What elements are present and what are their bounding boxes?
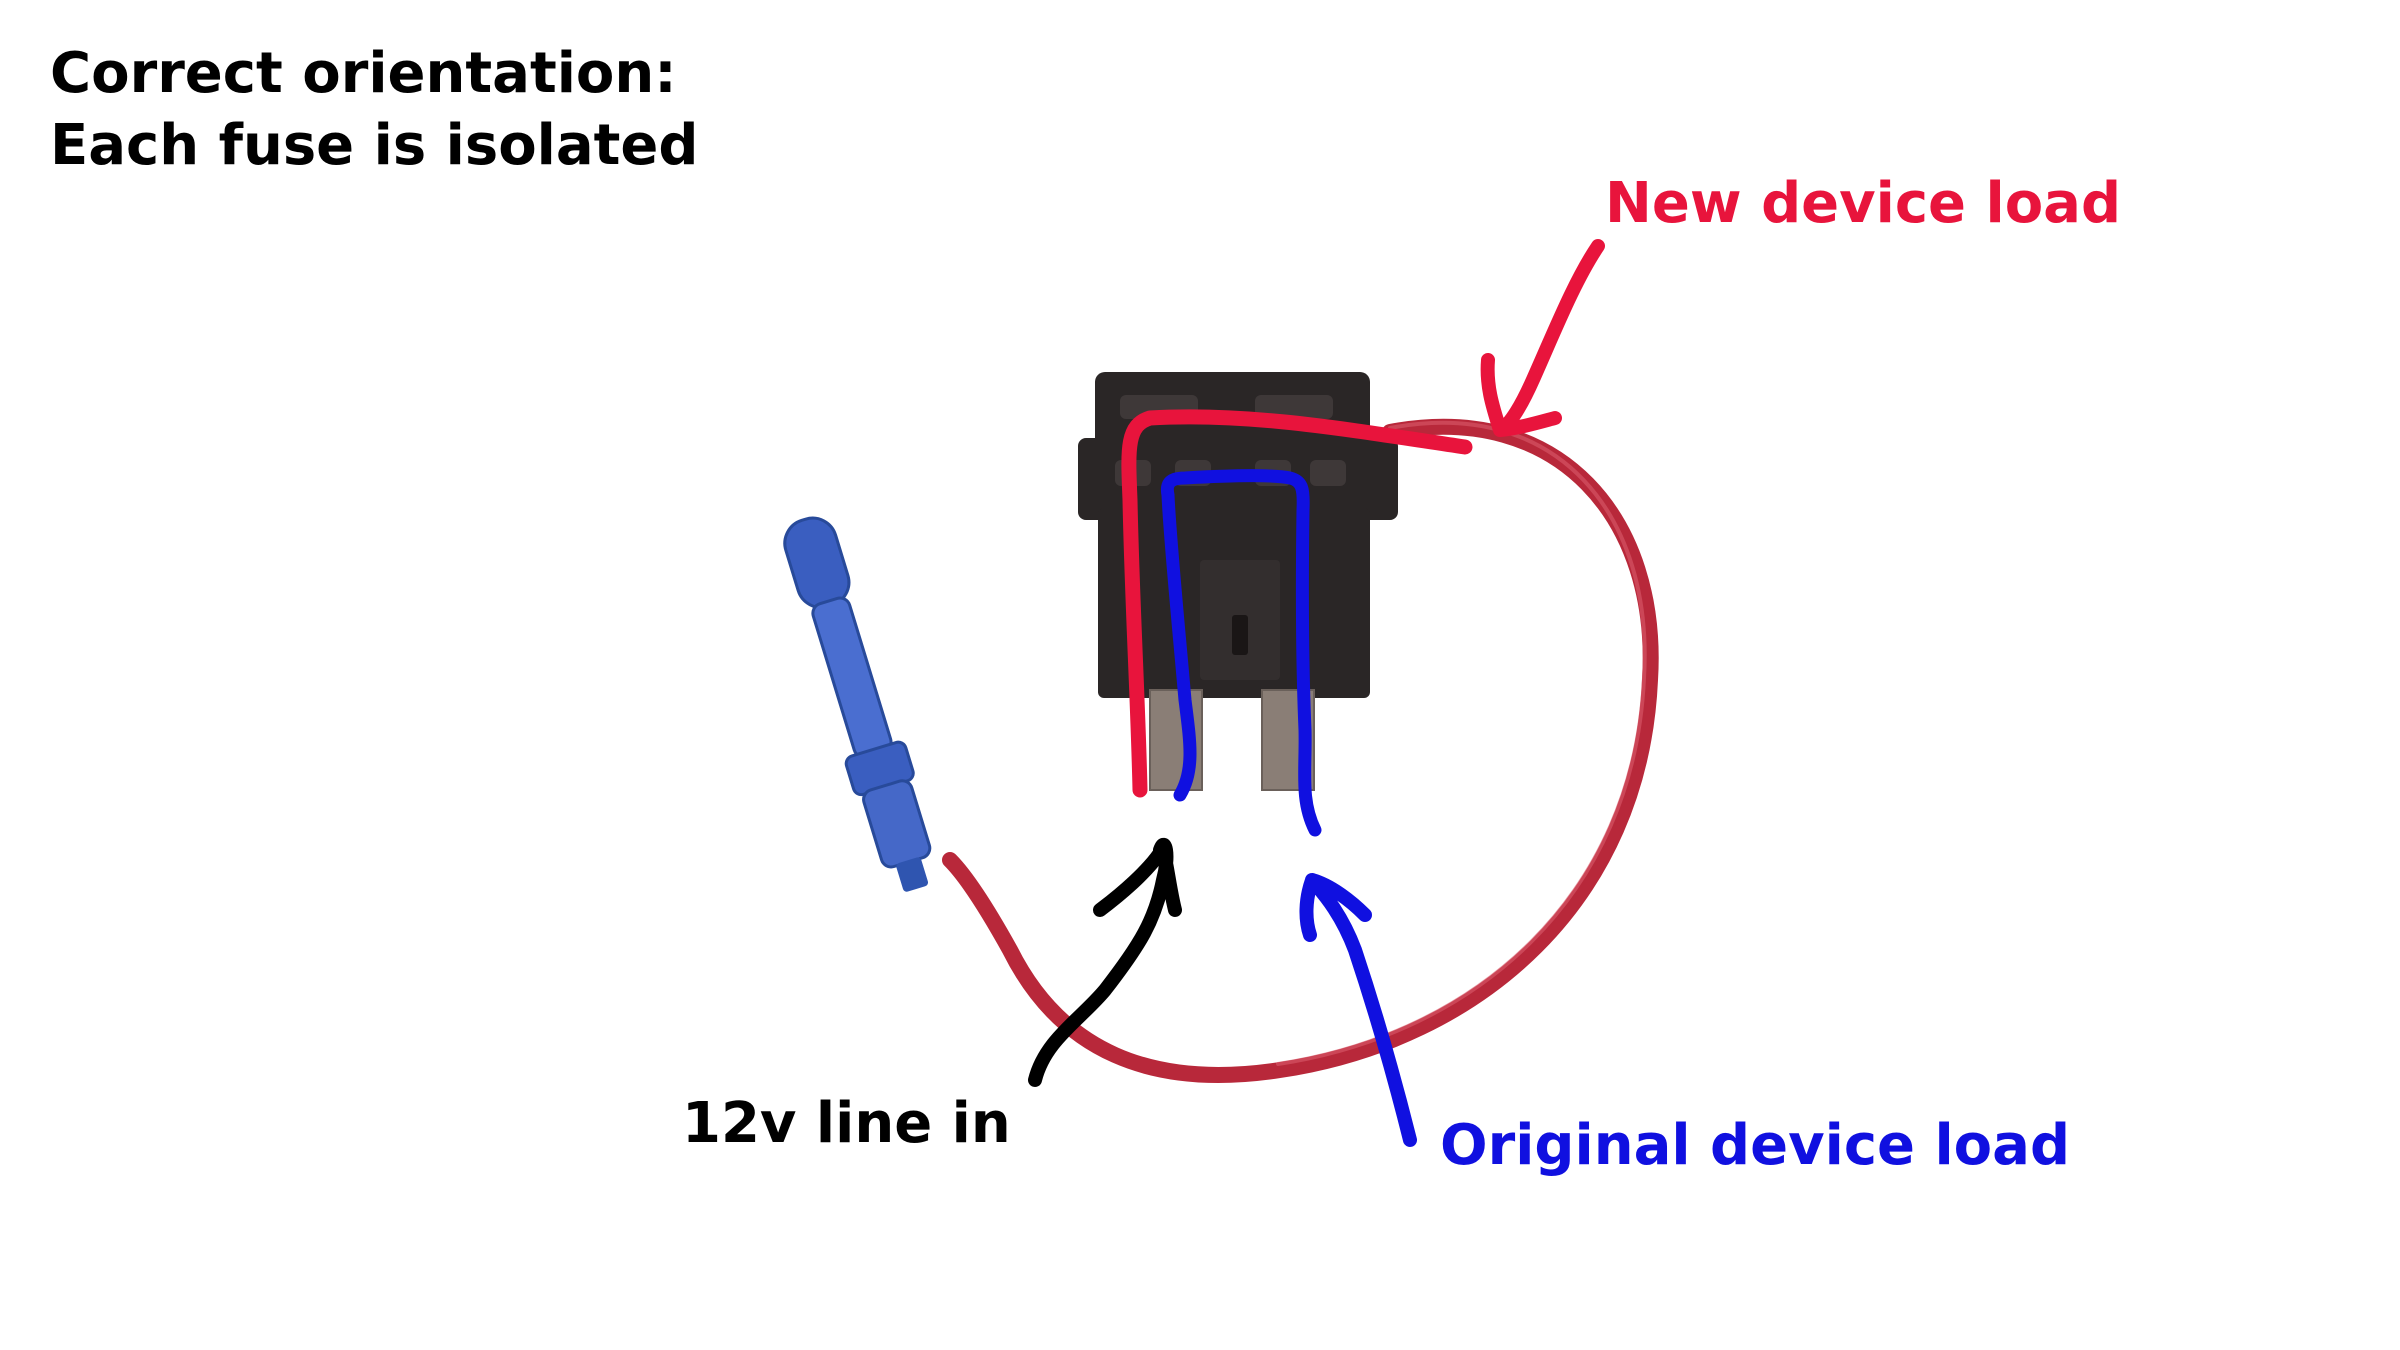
label-line-in: 12v line in — [682, 1091, 1011, 1156]
diagram-heading: Correct orientation: Each fuse is isolat… — [50, 38, 698, 182]
crimp-connector — [783, 516, 932, 892]
label-original-device-load: Original device load — [1440, 1113, 2071, 1178]
line-in-arrow — [1028, 837, 1182, 1087]
red-wire-highlight — [1276, 420, 1647, 1066]
heading-line-2: Each fuse is isolated — [50, 113, 699, 178]
new-load-arrow — [1480, 239, 1605, 437]
original-load-arrow — [1299, 873, 1417, 1147]
label-new-device-load: New device load — [1605, 171, 2122, 236]
new-load-path — [1121, 409, 1473, 798]
heading-line-1: Correct orientation: — [50, 41, 677, 106]
original-load-path — [1160, 469, 1322, 837]
